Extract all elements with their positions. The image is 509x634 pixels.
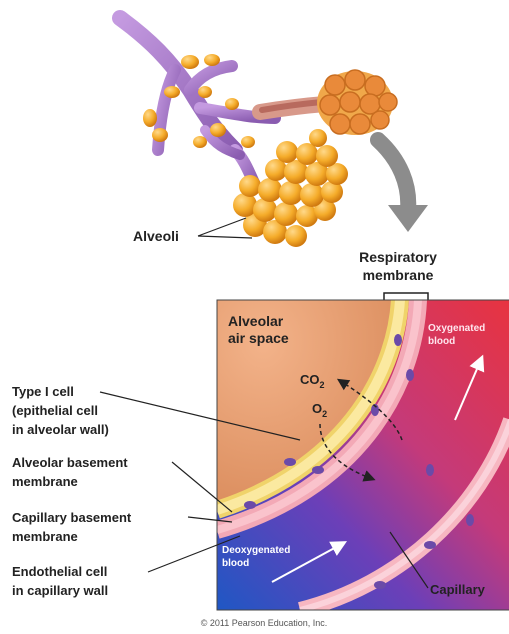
bronchiole-illustration: Alveoli xyxy=(120,18,428,247)
capillary-basement-label-2: membrane xyxy=(12,529,78,544)
respiratory-membrane-label-1: Respiratory xyxy=(359,249,437,265)
copyright-text: © 2011 Pearson Education, Inc. xyxy=(201,618,328,628)
capillary-label: Capillary xyxy=(430,582,486,597)
alveoli-label: Alveoli xyxy=(133,228,179,244)
oxygenated-blood-label-2: blood xyxy=(428,336,455,347)
endothelial-cell-label-1: Endothelial cell xyxy=(12,564,107,579)
respiratory-membrane-label-2: membrane xyxy=(363,267,434,283)
type1-cell-label-1: Type I cell xyxy=(12,384,74,399)
alveolar-air-space-label-2: air space xyxy=(228,330,289,346)
alveolar-air-space-label-1: Alveolar xyxy=(228,313,284,329)
deoxygenated-blood-label-1: Deoxygenated xyxy=(222,545,290,556)
membrane-cross-section xyxy=(217,300,509,610)
oxygenated-blood-label-1: Oxygenated xyxy=(428,323,485,334)
endothelial-cell-label-2: in capillary wall xyxy=(12,583,108,598)
type1-cell-label-2: (epithelial cell xyxy=(12,403,98,418)
type1-cell-label-3: in alveolar wall) xyxy=(12,422,109,437)
capillary-basement-label-1: Capillary basement xyxy=(12,510,132,525)
alveolar-basement-label-1: Alveolar basement xyxy=(12,455,128,470)
zoom-arrow xyxy=(378,140,428,232)
alveolar-basement-label-2: membrane xyxy=(12,474,78,489)
cutaway-alveolar-sac xyxy=(317,70,397,135)
deoxygenated-blood-label-2: blood xyxy=(222,558,249,569)
